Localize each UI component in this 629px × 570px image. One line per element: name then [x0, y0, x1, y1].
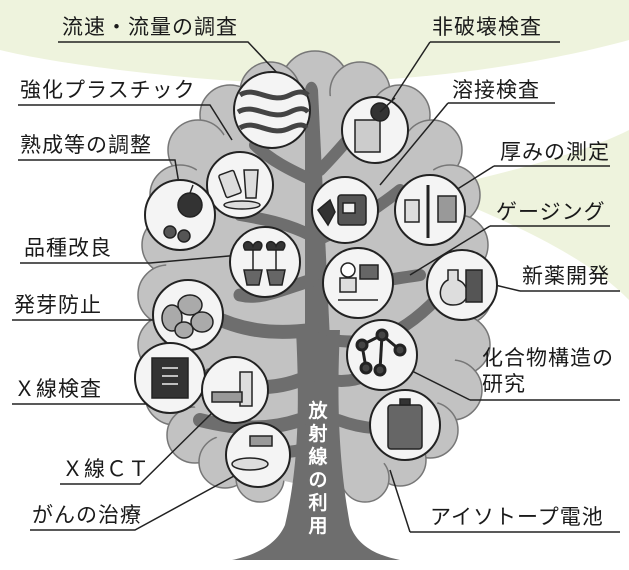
drug-icon	[439, 269, 483, 306]
breeding-icon	[242, 240, 286, 286]
flow-icon	[236, 89, 310, 134]
background-swoosh-right	[430, 130, 629, 300]
label-ndt: 非破壊検査	[432, 15, 542, 39]
thickness-icon	[404, 185, 457, 238]
cancer-medallion	[225, 422, 291, 488]
label-thickness: 厚みの測定	[500, 140, 610, 164]
label-gauging: ゲージング	[496, 200, 606, 224]
label-battery: アイソトープ電池	[430, 505, 604, 529]
label-sprout: 発芽防止	[14, 293, 102, 317]
plastic-icon	[218, 169, 261, 210]
compound-icon	[355, 328, 407, 377]
label-xray: Ｘ線検査	[14, 377, 102, 401]
cancer-icon	[231, 435, 273, 471]
label-ripening: 熟成等の調整	[20, 133, 152, 157]
label-compound-2: 研究	[482, 372, 526, 396]
label-welding: 溶接検査	[452, 78, 540, 102]
sprout-icon	[161, 294, 214, 339]
label-drug: 新薬開発	[522, 264, 610, 288]
label-breeding: 品種改良	[24, 236, 112, 260]
ripening-icon	[163, 184, 203, 243]
breeding-medallion	[229, 226, 301, 298]
trunk-label: 放射線の利用	[308, 400, 328, 537]
label-flow: 流速・流量の調査	[62, 15, 238, 39]
plastic-medallion	[206, 151, 274, 219]
gauging-icon	[338, 262, 379, 301]
background-swoosh-top	[0, 0, 629, 83]
label-plastic: 強化プラスチック	[20, 78, 196, 102]
ndt-icon	[354, 97, 396, 153]
ct-medallion	[201, 356, 269, 424]
battery-icon	[387, 398, 423, 450]
label-cancer: がんの治療	[32, 503, 142, 527]
gauging-medallion	[322, 247, 394, 319]
thickness-medallion	[394, 174, 466, 246]
ct-icon	[211, 371, 253, 407]
xray-icon	[151, 357, 189, 399]
label-compound-1: 化合物構造の	[482, 346, 614, 370]
welding-icon	[317, 194, 367, 227]
label-ct: Ｘ線ＣＴ	[62, 457, 150, 481]
